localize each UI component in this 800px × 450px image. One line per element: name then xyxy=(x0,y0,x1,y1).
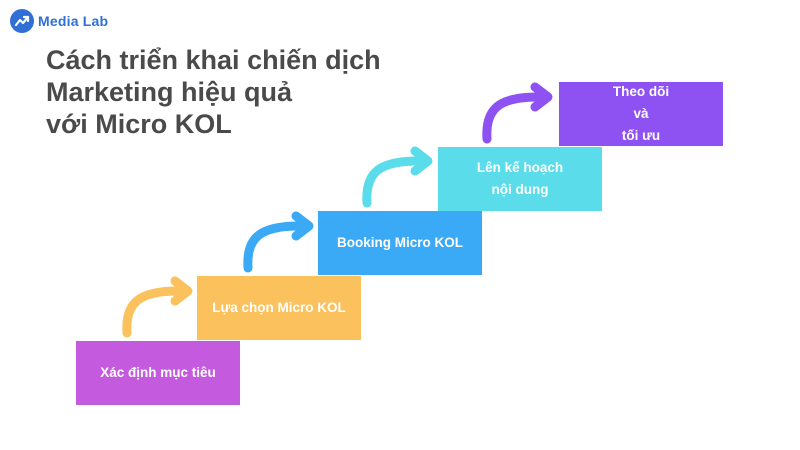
step-label-line: tối ưu xyxy=(621,128,661,143)
arrow-3-icon xyxy=(362,156,423,208)
step-monitor-optimize: Theo dõi và tối ưu xyxy=(559,82,723,146)
arrow-2-icon xyxy=(243,221,304,273)
step-label-line: Lên kế hoạch xyxy=(476,160,564,175)
title-line-1: Cách triển khai chiến dịch xyxy=(46,45,381,75)
title-line-2: Marketing hiệu quả xyxy=(46,77,293,107)
arrow-4-head xyxy=(530,82,553,112)
logo-text: Media Lab xyxy=(38,13,109,29)
step-label-line: nội dung xyxy=(491,182,549,197)
arrow-4-icon xyxy=(482,92,543,144)
step-label: Booking Micro KOL xyxy=(337,235,463,250)
title-line-3: với Micro KOL xyxy=(46,109,232,139)
arrow-2-head xyxy=(291,211,314,241)
arrow-1-icon xyxy=(122,286,183,338)
step-content-plan: Lên kế hoạch nội dung xyxy=(438,147,602,211)
page-title: Cách triển khai chiến dịch Marketing hiệ… xyxy=(46,44,381,140)
step-label: Lựa chọn Micro KOL xyxy=(212,300,346,315)
arrow-1-head xyxy=(170,276,193,306)
step-select-kol: Lựa chọn Micro KOL xyxy=(197,276,361,340)
arrow-3-head xyxy=(410,146,433,176)
step-booking-kol: Booking Micro KOL xyxy=(318,211,482,275)
step-define-goals: Xác định mục tiêu xyxy=(76,341,240,405)
step-label-line: Theo dõi xyxy=(612,84,670,99)
logo: Media Lab xyxy=(10,9,108,33)
step-label: Xác định mục tiêu xyxy=(100,365,216,380)
chart-line-icon xyxy=(10,9,34,33)
step-label-line: và xyxy=(633,106,649,121)
